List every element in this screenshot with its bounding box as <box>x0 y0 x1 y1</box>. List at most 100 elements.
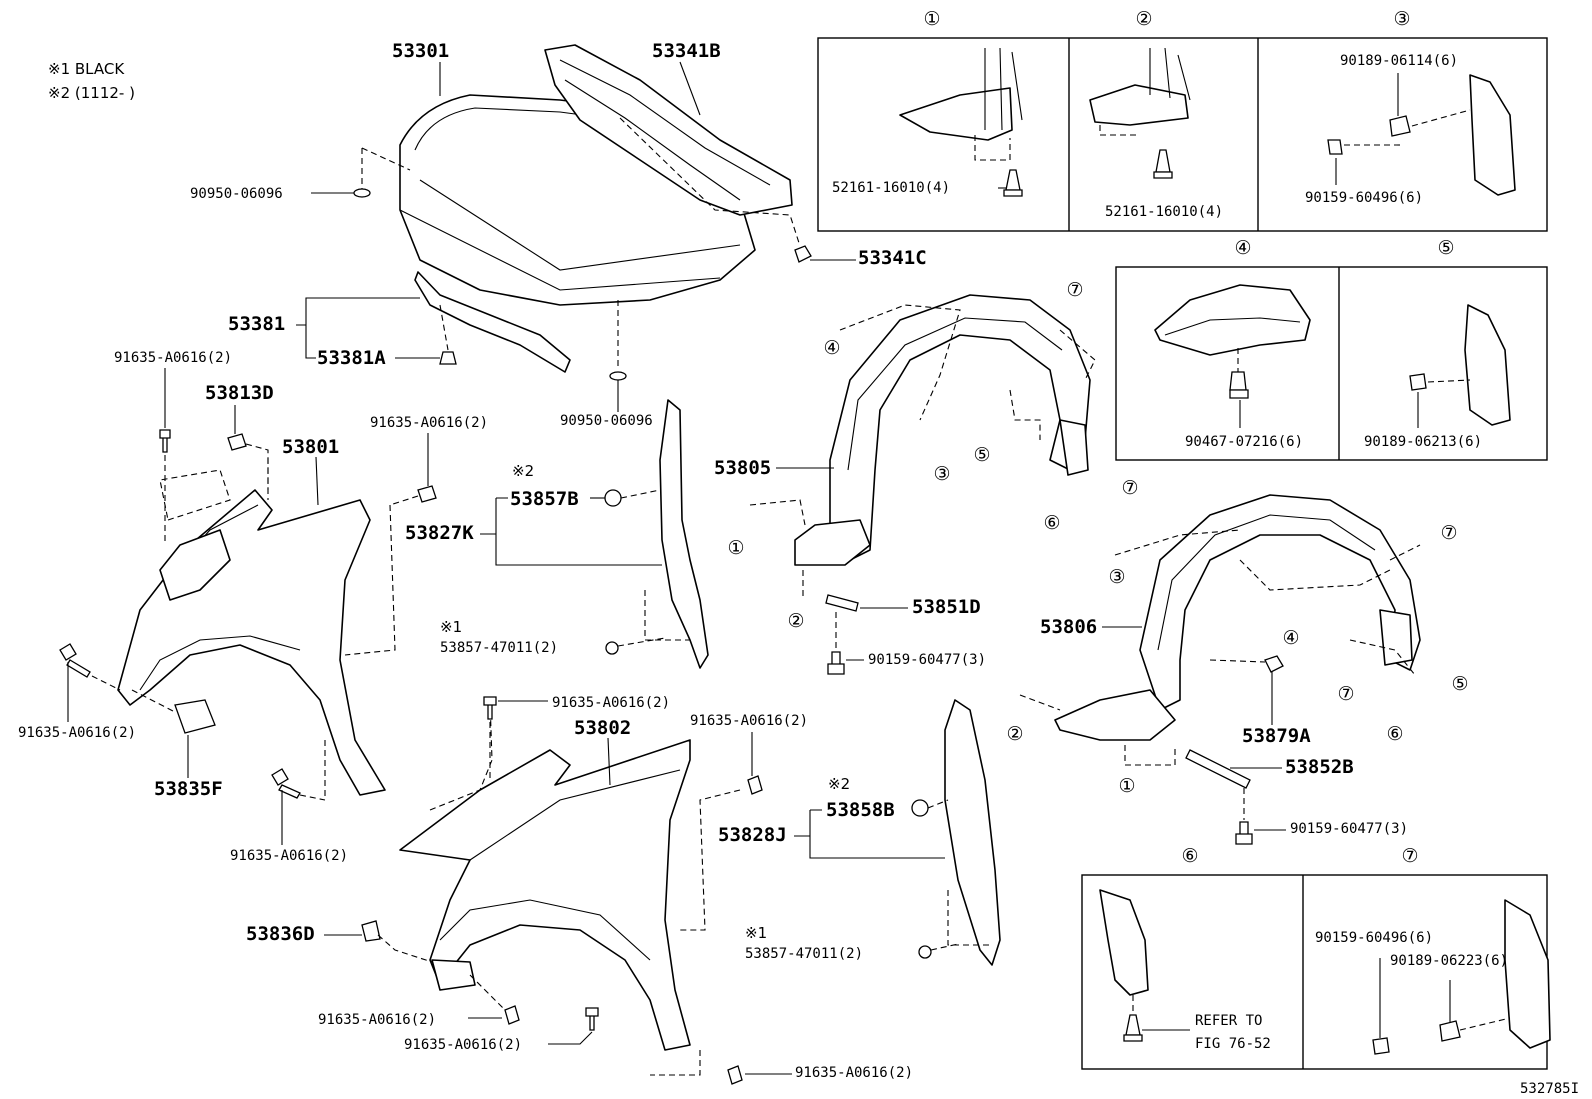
label-seal-clip-b: 53857B <box>510 488 579 510</box>
callout-rh-6: ⑥ <box>1386 723 1403 745</box>
label-bracket-f: 53835F <box>154 778 223 800</box>
screw-a-icon <box>827 651 845 675</box>
inset-2-liner-sketch <box>1089 47 1191 179</box>
inset-7-part-nut: 90189-06223(6) <box>1390 953 1508 969</box>
inset-6-refer-line2: FIG 76-52 <box>1195 1036 1271 1052</box>
inset-3-part-nut: 90189-06114(6) <box>1340 53 1458 69</box>
seal-clip-b2-icon <box>911 799 929 817</box>
bolt-h-icon <box>585 1007 599 1031</box>
bolt-b-icon <box>417 485 437 503</box>
mark-2-a: ※2 <box>512 462 534 480</box>
inset-1-part-clip: 52161-16010(4) <box>832 180 950 196</box>
label-clip-a: 53879A <box>1242 725 1311 747</box>
callout-rh-7b: ⑦ <box>1337 683 1354 705</box>
inset-3-liner-sketch <box>1327 73 1516 196</box>
note-black: ※1 BLACK <box>48 60 125 78</box>
mark-2-b: ※2 <box>828 775 850 793</box>
bolt-e-icon <box>483 696 497 720</box>
label-bolt-f: 91635-A0616(2) <box>690 713 808 729</box>
inset-4-part-clip: 90467-07216(6) <box>1185 434 1303 450</box>
callout-rh-7a: ⑦ <box>1440 522 1457 544</box>
fender-seal-j-drawing <box>944 699 1001 966</box>
label-fender-rh: 53802 <box>574 717 631 739</box>
label-screw-a: 90159-60477(3) <box>868 652 986 668</box>
bolt-c-icon <box>59 643 91 678</box>
label-hood: 53301 <box>392 40 449 62</box>
hood-plug-bottom-icon <box>609 371 627 381</box>
inset-5-part-screw: 90189-06213(6) <box>1364 434 1482 450</box>
label-hood-plug-bottom: 90950-06096 <box>560 413 653 429</box>
label-seal-clip-2: 53857-47011(2) <box>745 946 863 962</box>
inset-1-liner-sketch <box>899 47 1023 197</box>
cushion-icon <box>227 433 247 451</box>
label-seal-clip-1: 53857-47011(2) <box>440 640 558 656</box>
label-seal-clip-b2: 53858B <box>826 799 895 821</box>
hood-seal-drawing <box>544 44 801 247</box>
label-screw-b: 90159-60477(3) <box>1290 821 1408 837</box>
inset-3-part-screw: 90159-60496(6) <box>1305 190 1423 206</box>
bracket-f-icon <box>174 699 216 734</box>
clip-a-icon <box>1264 655 1284 673</box>
label-fender-seal-j: 53828J <box>718 824 787 846</box>
bolt-g-icon <box>504 1005 520 1025</box>
mark-1-a: ※1 <box>440 618 462 636</box>
label-hood-seal: 53341B <box>652 40 721 62</box>
label-bolt-e: 91635-A0616(2) <box>552 695 670 711</box>
inset-mark-7: ⑦ <box>1401 845 1418 867</box>
callout-lh-4: ④ <box>823 337 840 359</box>
inset-4-liner-sketch <box>1154 284 1311 428</box>
label-hood-stopper: 53341C <box>858 247 927 269</box>
bolt-f-icon <box>747 775 763 795</box>
fender-seal-k-drawing <box>659 399 709 669</box>
label-bolt-c: 91635-A0616(2) <box>18 725 136 741</box>
hood-to-cowl-seal <box>414 271 571 373</box>
liner-lh-drawing <box>749 294 1096 600</box>
label-seal-assy: 53381 <box>228 313 285 335</box>
inset-mark-4: ④ <box>1234 237 1251 259</box>
inset-7-part-screw: 90159-60496(6) <box>1315 930 1433 946</box>
screw-b-icon <box>1235 821 1253 845</box>
hood-stopper-icon <box>794 245 812 263</box>
callout-lh-1: ① <box>727 537 744 559</box>
callout-lh-5: ⑤ <box>973 444 990 466</box>
inset-5-liner-sketch <box>1409 304 1511 428</box>
bracket-d-icon <box>361 920 381 942</box>
label-bolt-b: 91635-A0616(2) <box>370 415 488 431</box>
bolt-d-icon <box>271 768 301 799</box>
seal-clip-b-icon <box>604 489 622 507</box>
bolt-i-icon <box>727 1065 743 1085</box>
bolt-a-icon <box>159 429 171 453</box>
callout-rh-1: ① <box>1118 775 1135 797</box>
seal-clip-icon <box>439 351 457 365</box>
label-bolt-d: 91635-A0616(2) <box>230 848 348 864</box>
callout-lh-6: ⑥ <box>1043 512 1060 534</box>
spat-b-icon <box>1185 749 1251 789</box>
callout-lh-3: ③ <box>933 463 950 485</box>
label-fender-seal-k: 53827K <box>405 522 474 544</box>
seal-clip-1-icon <box>605 641 619 655</box>
inset-6-liner-sketch <box>1099 889 1190 1042</box>
inset-mark-3: ③ <box>1393 8 1410 30</box>
callout-rh-4: ④ <box>1282 627 1299 649</box>
inset-6-refer-line1: REFER TO <box>1195 1013 1262 1029</box>
inset-mark-5: ⑤ <box>1437 237 1454 259</box>
inset-mark-2: ② <box>1135 8 1152 30</box>
inset-mark-1: ① <box>923 8 940 30</box>
note-date-range: ※2 (1112- ) <box>48 84 135 102</box>
inset-mark-6: ⑥ <box>1181 845 1198 867</box>
label-bracket-d: 53836D <box>246 923 315 945</box>
callout-rh-2: ② <box>1006 723 1023 745</box>
seal-clip-2-icon <box>918 945 932 959</box>
label-spat-d: 53851D <box>912 596 981 618</box>
callout-lh-7b: ⑦ <box>1121 477 1138 499</box>
fender-lh-drawing <box>117 458 396 800</box>
label-bolt-a: 91635-A0616(2) <box>114 350 232 366</box>
hood-plug-top-icon <box>353 188 371 198</box>
spat-d-icon <box>825 594 859 612</box>
label-bolt-h: 91635-A0616(2) <box>404 1037 522 1053</box>
label-seal-clip: 53381A <box>317 347 386 369</box>
label-fender-lh: 53801 <box>282 436 339 458</box>
inset-2-part-clip: 52161-16010(4) <box>1105 204 1223 220</box>
label-cushion: 53813D <box>205 382 274 404</box>
